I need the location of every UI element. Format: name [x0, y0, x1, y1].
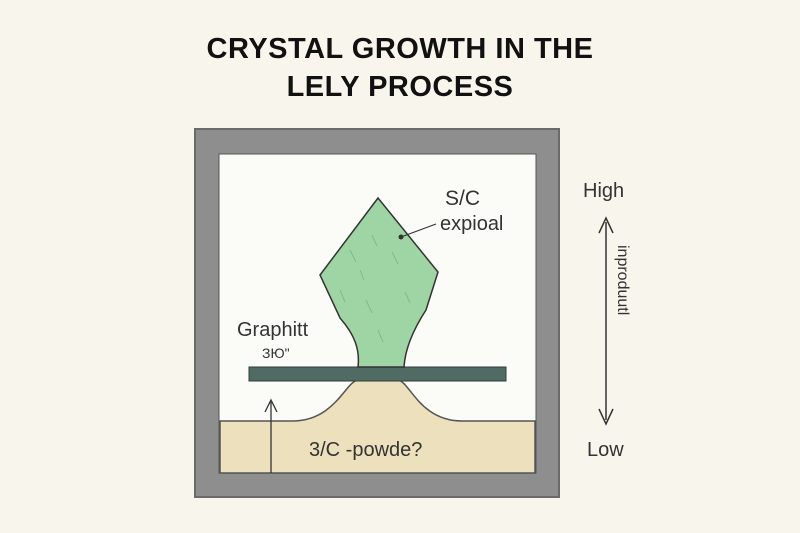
scale-side-label: inproduutl [614, 245, 631, 315]
title-line-2: LELY PROCESS [286, 71, 514, 103]
diagram-title: CRYSTAL GROWTH IN THE LELY PROCESS [0, 30, 800, 106]
powder-label: 3/C -powde? [309, 439, 422, 461]
crystal-pointer-dot [398, 234, 404, 240]
crystal-pointer-line [400, 223, 437, 238]
crystal-label-2: expioal [440, 213, 503, 235]
scale-arrow-down [598, 408, 614, 426]
scale-arrow-up [598, 216, 614, 234]
crystal-label-1: S/C [445, 187, 480, 210]
scale-high-label: High [583, 180, 624, 202]
powder-arrow-head [264, 398, 278, 413]
sic-crystal [319, 196, 439, 368]
crystal-texture [339, 234, 411, 343]
scale-low-label: Low [587, 439, 624, 461]
graphite-plate [248, 366, 507, 382]
graphite-label: Graphitt [237, 319, 309, 341]
graphite-sublabel: ЗЮ" [262, 345, 290, 361]
title-line-1: CRYSTAL GROWTH IN THE [206, 33, 594, 65]
